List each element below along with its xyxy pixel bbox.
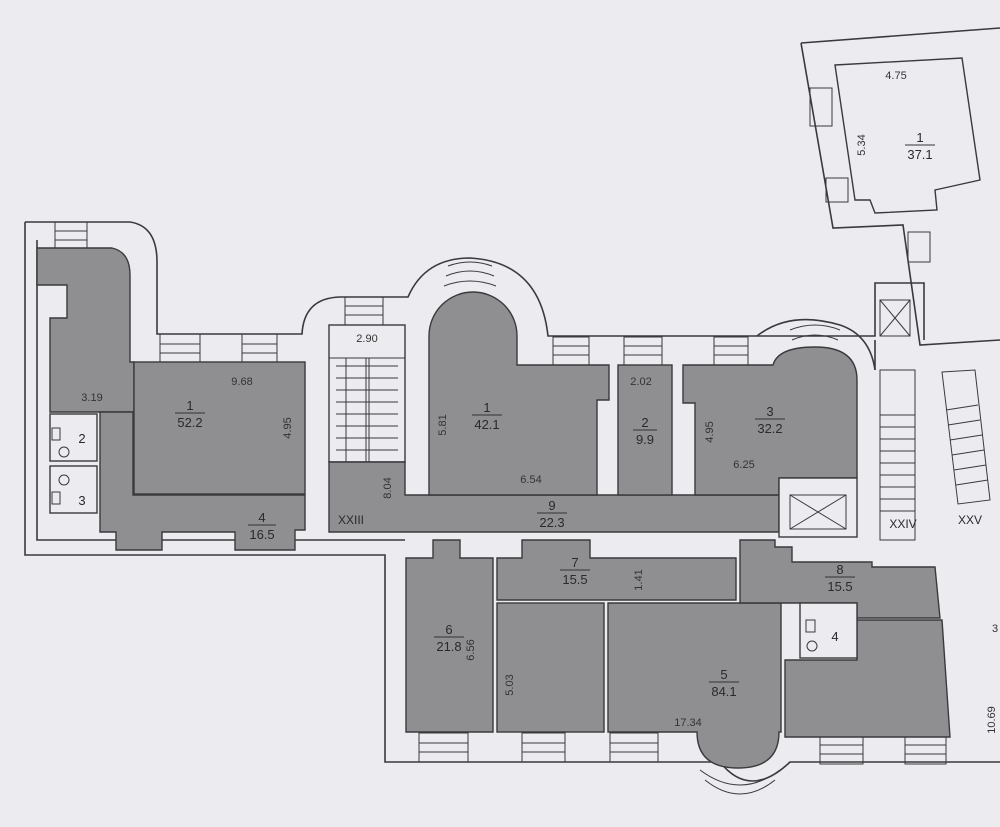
room-number: 1 xyxy=(186,398,193,413)
inner-wall xyxy=(36,240,876,541)
left-corridor-room xyxy=(36,247,135,413)
toilet-icon xyxy=(805,619,818,652)
toilet-icon xyxy=(51,427,70,505)
outer-wall xyxy=(24,221,1000,782)
dimension: 4.95 xyxy=(282,417,294,438)
stair-steps-icon xyxy=(329,357,405,462)
room-left-1 xyxy=(133,361,306,495)
room-number: 6 xyxy=(445,622,452,637)
room-area: 42.1 xyxy=(474,417,499,432)
room-area: 21.8 xyxy=(436,639,461,654)
dimension: 8.04 xyxy=(382,477,394,498)
stairwell-label: XXIII xyxy=(338,513,364,527)
dimension: 6.56 xyxy=(465,639,477,660)
dimension: 2.02 xyxy=(630,376,651,388)
room-number: 2 xyxy=(641,415,648,430)
dimension-labels: 3.19 9.68 4.95 2.90 8.04 5.81 6.54 2.02 … xyxy=(81,70,998,734)
room-area: 9.9 xyxy=(636,432,654,447)
elevator-icon xyxy=(789,299,911,530)
stair-steps-icon xyxy=(879,369,991,541)
wc-left-2 xyxy=(49,413,98,462)
dimension: 5.03 xyxy=(504,674,516,695)
room-area: 37.1 xyxy=(907,147,932,162)
dimension: 1.41 xyxy=(633,569,645,590)
room-number: 9 xyxy=(548,498,555,513)
room-right-lower xyxy=(784,619,951,738)
dimension: 10.69 xyxy=(986,706,998,734)
dimension: 4.75 xyxy=(885,70,906,82)
window-icons xyxy=(809,87,931,263)
dimension: 6.25 xyxy=(733,459,754,471)
room-number: 3 xyxy=(766,404,773,419)
dimension: 9.68 xyxy=(231,376,252,388)
room-6 xyxy=(405,539,494,733)
room-mid-1 xyxy=(428,291,610,496)
elevator xyxy=(778,477,858,538)
room-7 xyxy=(496,539,737,601)
room-area: 15.5 xyxy=(562,572,587,587)
dimension: 6.54 xyxy=(520,474,541,486)
room-number: 7 xyxy=(571,555,578,570)
room-area: 84.1 xyxy=(711,684,736,699)
room-area: 16.5 xyxy=(249,527,274,542)
room-number: 8 xyxy=(836,562,843,577)
dimension: 4.95 xyxy=(704,421,716,442)
dimension: 5.34 xyxy=(856,134,868,155)
room-number: 3 xyxy=(78,493,85,508)
wc-left-3 xyxy=(49,465,98,514)
room-5 xyxy=(607,602,782,769)
dimension: 3 xyxy=(992,623,998,635)
room-number: 4 xyxy=(258,510,265,525)
room-left-4 xyxy=(99,411,306,551)
room-number: 1 xyxy=(916,130,923,145)
room-area: 15.5 xyxy=(827,579,852,594)
room-area: 32.2 xyxy=(757,421,782,436)
staircase-xxiii xyxy=(328,324,406,463)
dimension: 3.19 xyxy=(81,392,102,404)
stairwell-labels: XXIII XXIV XXV xyxy=(338,513,982,531)
dimension: 17.34 xyxy=(674,717,702,729)
room-number: 2 xyxy=(78,431,85,446)
room-labels: 1 52.2 2 3 4 16.5 1 42.1 2 9.9 3 32.2 9 … xyxy=(78,130,935,699)
stairwell-label: XXV xyxy=(958,513,982,527)
room-number: 5 xyxy=(720,667,727,682)
room-top-1 xyxy=(834,57,981,214)
dimension: 5.81 xyxy=(437,414,449,435)
room-number: 1 xyxy=(483,400,490,415)
dimension: 2.90 xyxy=(356,333,377,345)
stairwell-label: XXIV xyxy=(889,517,916,531)
room-number: 4 xyxy=(831,629,838,644)
room-area: 22.3 xyxy=(539,515,564,530)
outer-wall-top-right xyxy=(800,27,1000,346)
wc-4 xyxy=(799,602,858,659)
window-icons xyxy=(54,221,947,795)
room-area: 52.2 xyxy=(177,415,202,430)
room-5-03 xyxy=(496,602,605,733)
